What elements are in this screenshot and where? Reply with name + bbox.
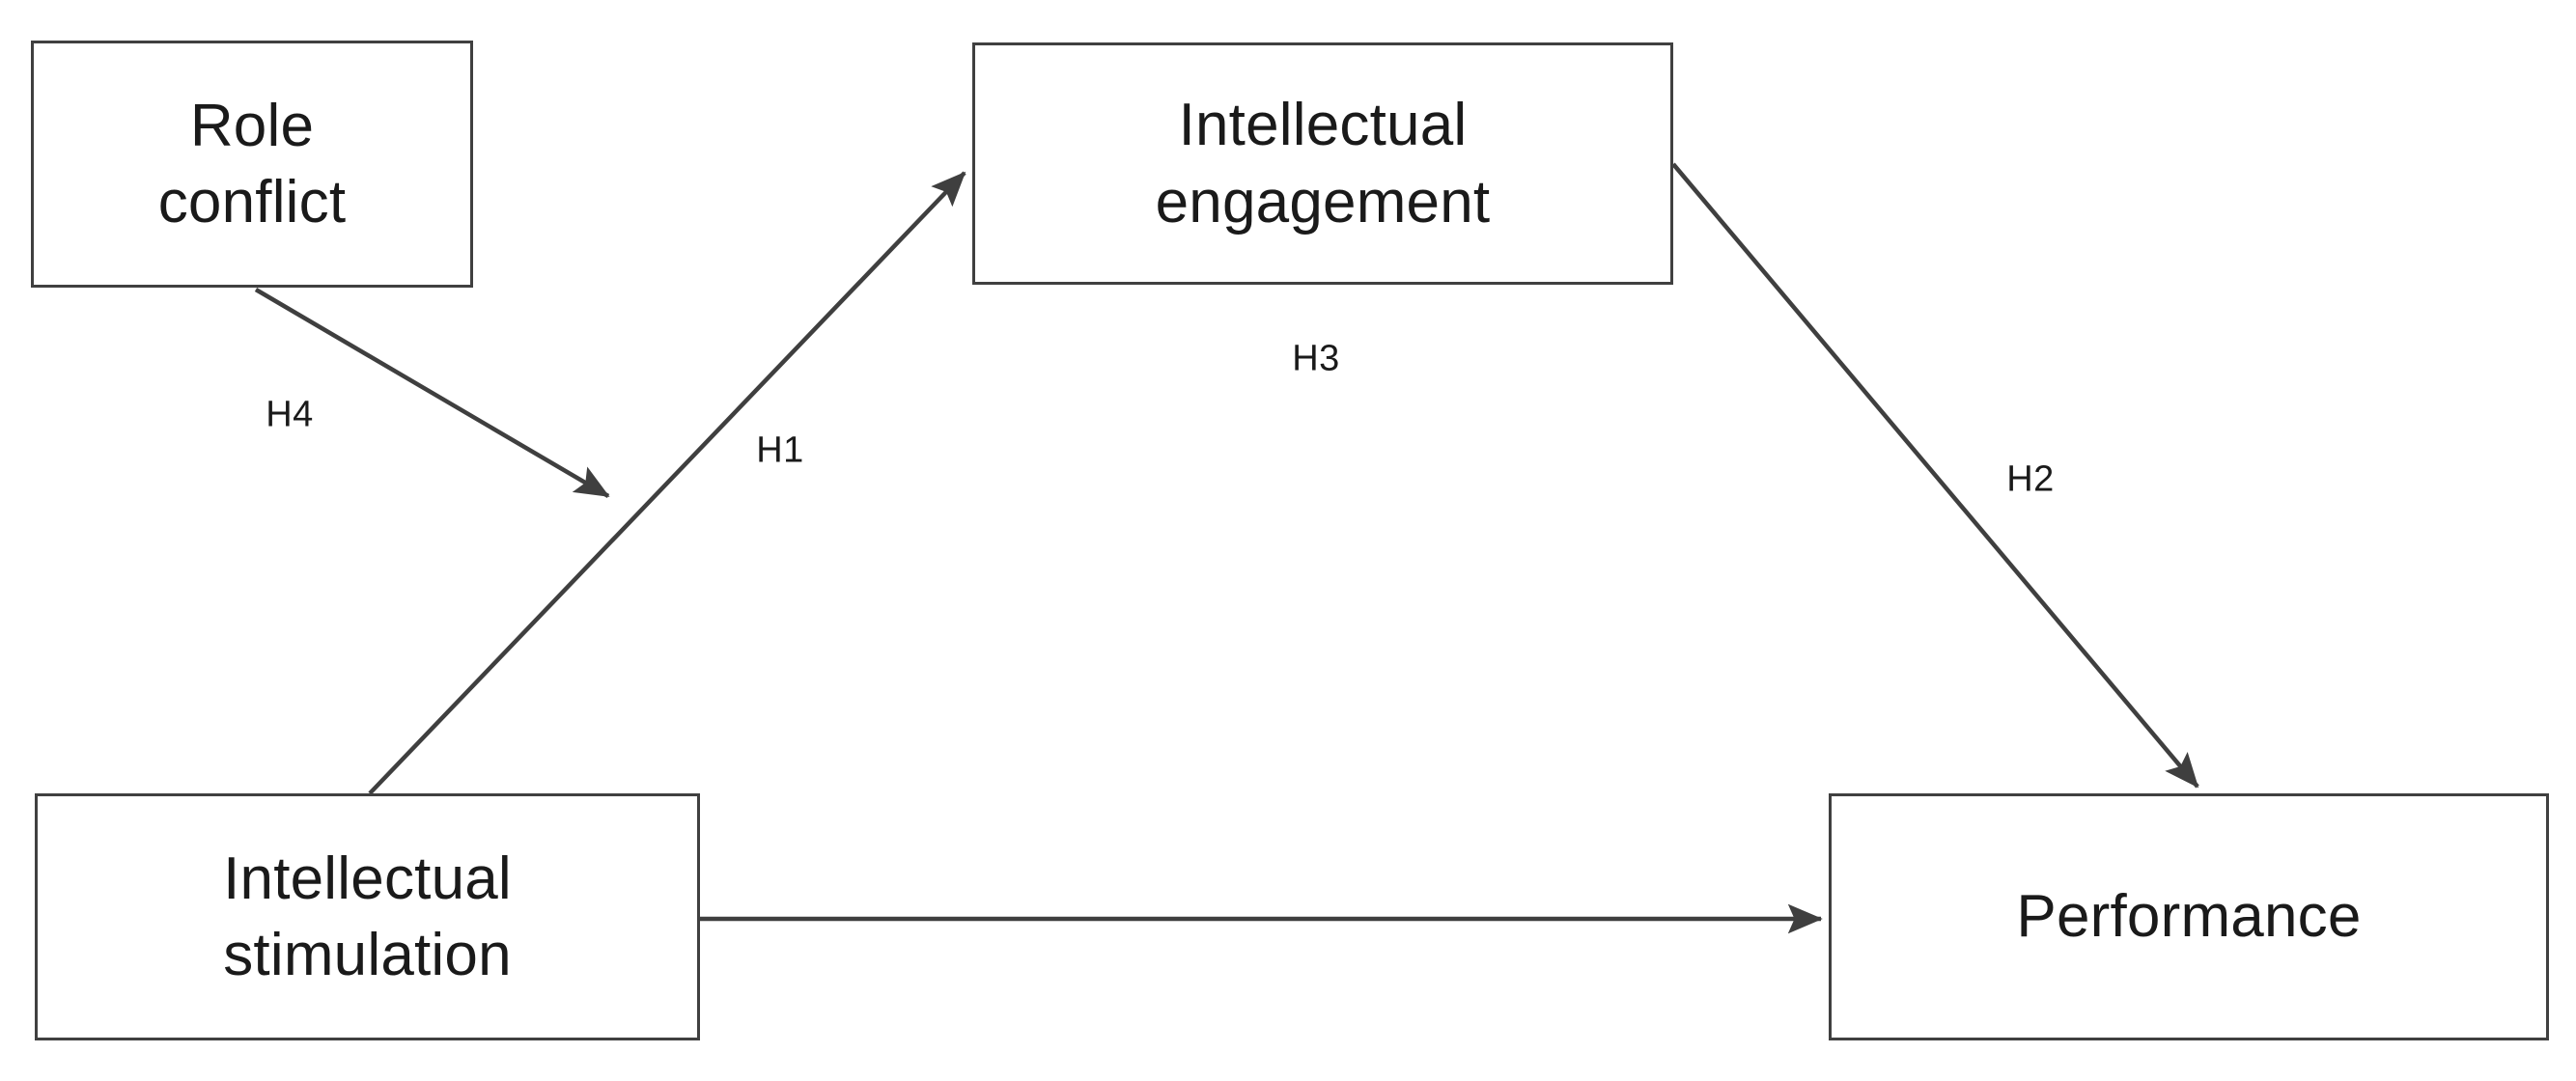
node-performance[interactable]: Performance: [1829, 793, 2549, 1040]
edge-label-h2: H2: [2006, 458, 2055, 500]
node-intellectual-engagement[interactable]: Intellectual engagement: [972, 42, 1673, 285]
node-role-conflict[interactable]: Role conflict: [31, 41, 473, 288]
node-intellectual-stimulation[interactable]: Intellectual stimulation: [35, 793, 700, 1040]
edge-label-h3: H3: [1292, 338, 1340, 379]
edge-h1-line: [368, 171, 966, 795]
edge-label-h1: H1: [756, 430, 804, 471]
edge-h4-line: [254, 288, 610, 498]
edge-h2-line: [1671, 162, 2199, 789]
edge-label-h4: H4: [266, 394, 314, 435]
